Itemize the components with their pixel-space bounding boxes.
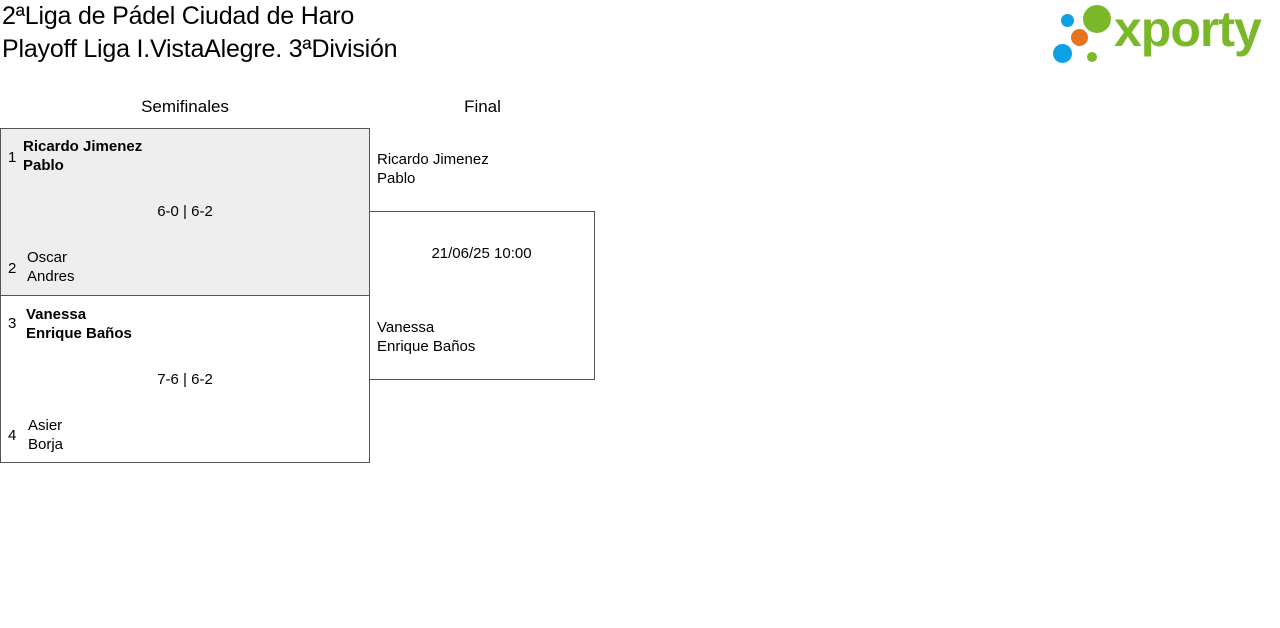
player-name: Ricardo Jimenez bbox=[23, 138, 143, 155]
logo-text: xporty bbox=[1114, 1, 1262, 57]
semifinal-match-2[interactable]: 3 Vanessa Enrique Baños 7-6 | 6-2 4 Asie… bbox=[0, 295, 370, 463]
player-name: Andres bbox=[27, 268, 75, 285]
seed-number: 2 bbox=[8, 260, 17, 277]
final-team-bottom[interactable]: Vanessa Enrique Baños bbox=[377, 318, 475, 356]
player-name: Enrique Baños bbox=[26, 325, 132, 342]
final-team-top[interactable]: Ricardo Jimenez Pablo bbox=[377, 150, 489, 188]
player-name: Enrique Baños bbox=[377, 338, 476, 355]
seed-number: 3 bbox=[8, 315, 17, 332]
seed-number: 4 bbox=[8, 427, 17, 444]
final-header: Final bbox=[464, 97, 501, 116]
team-ricardo-pablo[interactable]: Ricardo Jimenez Pablo bbox=[23, 137, 142, 175]
player-name: Ricardo Jimenez bbox=[377, 151, 489, 168]
player-name: Vanessa bbox=[26, 306, 87, 323]
player-name: Asier bbox=[28, 417, 63, 434]
team-vanessa-enrique[interactable]: Vanessa Enrique Baños bbox=[26, 305, 132, 343]
match-score: 7-6 | 6-2 bbox=[157, 371, 213, 388]
team-asier-borja[interactable]: Asier Borja bbox=[28, 416, 63, 454]
page-subtitle: Playoff Liga I.VistaAlegre. 3ªDivisión bbox=[2, 35, 398, 63]
semifinals-header: Semifinales bbox=[141, 97, 229, 116]
player-name: Vanessa bbox=[377, 319, 435, 336]
match-score: 6-0 | 6-2 bbox=[157, 203, 213, 220]
logo-dot-blue bbox=[1053, 44, 1072, 63]
player-name: Oscar bbox=[27, 249, 68, 266]
seed-number: 1 bbox=[8, 149, 17, 166]
player-name: Pablo bbox=[377, 170, 416, 187]
logo-dot-blue-small bbox=[1061, 14, 1074, 27]
logo-dot-green bbox=[1083, 5, 1111, 33]
team-oscar-andres[interactable]: Oscar Andres bbox=[27, 248, 75, 286]
logo-dot-orange bbox=[1071, 29, 1088, 46]
semifinal-match-1[interactable]: 1 Ricardo Jimenez Pablo 6-0 | 6-2 2 Osca… bbox=[0, 128, 370, 296]
player-name: Pablo bbox=[23, 157, 64, 174]
logo-dot-green-small bbox=[1087, 52, 1097, 62]
final-match[interactable]: 21/06/25 10:00 bbox=[369, 211, 595, 380]
xporty-logo[interactable]: xporty bbox=[1050, 2, 1278, 68]
page-title: 2ªLiga de Pádel Ciudad de Haro bbox=[2, 2, 355, 30]
match-datetime: 21/06/25 10:00 bbox=[431, 245, 532, 262]
player-name: Borja bbox=[28, 436, 64, 453]
